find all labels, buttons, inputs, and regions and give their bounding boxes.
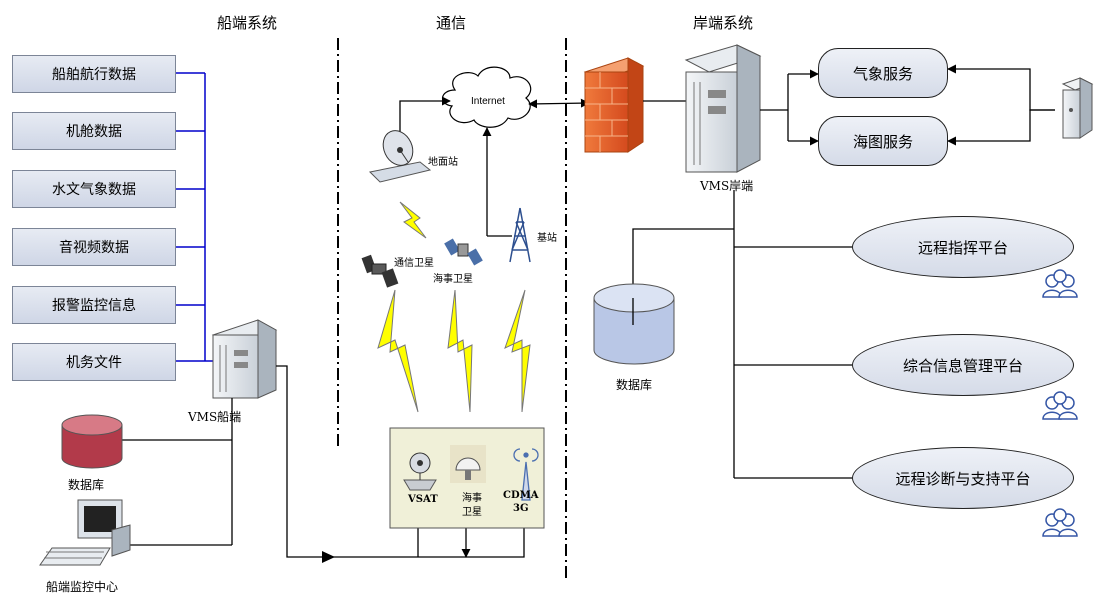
internet-cloud-icon bbox=[442, 66, 532, 128]
vms-ship-label: VMS船端 bbox=[188, 410, 242, 424]
terminal-cdma-label-1: CDMA bbox=[503, 490, 539, 501]
maritime-satellite-label: 海事卫星 bbox=[433, 274, 473, 285]
platform-remote-diagnosis: 远程诊断与支持平台 bbox=[852, 447, 1074, 509]
cdma-antenna-icon bbox=[513, 448, 539, 501]
data-box-maintenance-docs: 机务文件 bbox=[12, 343, 176, 381]
base-station-icon bbox=[509, 207, 531, 263]
monitor-center-icon bbox=[39, 499, 131, 566]
terminal-maritime-label-2: 卫星 bbox=[462, 507, 482, 518]
vsat-icon bbox=[403, 452, 437, 491]
user-group-icon-2 bbox=[1042, 391, 1078, 420]
ground-station-icon bbox=[368, 130, 432, 183]
ship-database-icon bbox=[61, 414, 123, 469]
vms-shore-server-icon bbox=[684, 44, 762, 173]
shore-db-label: 数据库 bbox=[616, 378, 653, 392]
platform-remote-command: 远程指挥平台 bbox=[852, 216, 1074, 278]
terminal-vsat-label: VSAT bbox=[408, 494, 438, 505]
maritime-satellite-icon bbox=[444, 238, 483, 266]
lightning-bolt-1 bbox=[377, 289, 419, 413]
terminal-maritime-label-1: 海事 bbox=[462, 493, 482, 504]
comm-satellite-icon bbox=[361, 254, 399, 288]
lightning-bolt-4 bbox=[399, 201, 427, 239]
user-group-icon-1 bbox=[1042, 269, 1078, 298]
data-box-navigation: 船舶航行数据 bbox=[12, 55, 176, 93]
ship-db-label: 数据库 bbox=[68, 478, 105, 492]
data-box-hydrometeorology: 水文气象数据 bbox=[12, 170, 176, 208]
shore-database-icon bbox=[593, 283, 675, 365]
external-server-icon bbox=[1061, 77, 1094, 139]
user-group-icon-3 bbox=[1042, 508, 1078, 537]
service-chart: 海图服务 bbox=[818, 116, 948, 166]
section-comm: 通信 bbox=[436, 14, 467, 32]
service-weather: 气象服务 bbox=[818, 48, 948, 98]
maritime-antenna-icon bbox=[450, 445, 486, 483]
base-station-label: 基站 bbox=[537, 233, 557, 244]
data-box-audio-video: 音视频数据 bbox=[12, 228, 176, 266]
internet-label: Internet bbox=[471, 96, 505, 107]
data-box-alarm-monitoring: 报警监控信息 bbox=[12, 286, 176, 324]
lightning-bolt-2 bbox=[447, 289, 473, 413]
ground-station-label: 地面站 bbox=[428, 157, 458, 168]
platform-info-management: 综合信息管理平台 bbox=[852, 334, 1074, 396]
monitor-center-label: 船端监控中心 bbox=[46, 580, 119, 594]
section-ship: 船端系统 bbox=[217, 14, 278, 32]
ship-data-connectors bbox=[176, 72, 215, 362]
data-box-engine: 机舱数据 bbox=[12, 112, 176, 150]
comm-satellite-label: 通信卫星 bbox=[394, 258, 434, 269]
vms-shore-label: VMS岸端 bbox=[700, 179, 754, 193]
lightning-bolt-3 bbox=[504, 289, 531, 413]
firewall-icon bbox=[583, 57, 645, 153]
section-shore: 岸端系统 bbox=[693, 14, 754, 32]
vms-ship-server-icon bbox=[211, 319, 278, 399]
terminal-cdma-label-2: 3G bbox=[513, 503, 529, 514]
